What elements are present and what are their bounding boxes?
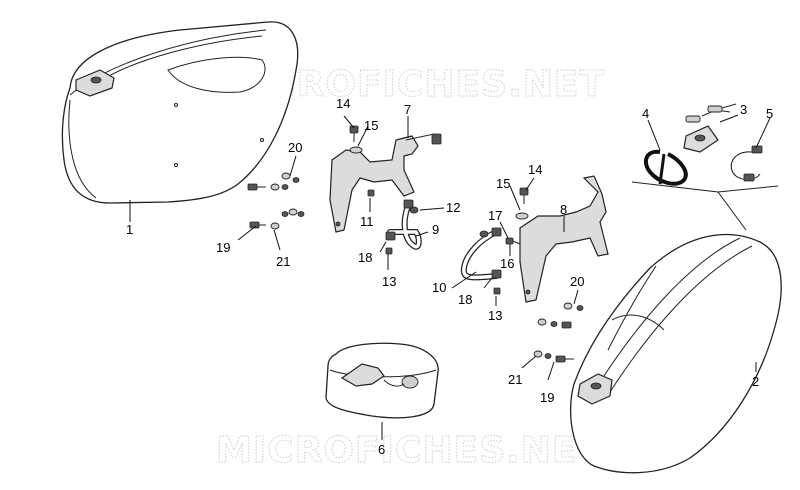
callout-19-right: 19 <box>540 390 554 405</box>
tube-bar-10[interactable] <box>460 227 502 281</box>
hardware-bracket-left[interactable] <box>349 125 419 255</box>
callout-20-left: 20 <box>288 140 302 155</box>
callout-10: 10 <box>432 280 446 295</box>
watermark-bottom: MICROFICHES.NET <box>216 430 603 471</box>
callout-21-left: 21 <box>276 254 290 269</box>
callout-18-left: 18 <box>358 250 372 265</box>
inner-bag[interactable] <box>325 342 439 419</box>
callout-1: 1 <box>126 222 133 237</box>
callout-15-right: 15 <box>496 176 510 191</box>
callout-19-left: 19 <box>216 240 230 255</box>
callout-17: 17 <box>488 208 502 223</box>
hardware-left-upper[interactable] <box>247 172 300 191</box>
callout-18-right: 18 <box>458 292 472 307</box>
callout-8: 8 <box>560 202 567 217</box>
callout-12: 12 <box>446 200 460 215</box>
right-side-case[interactable] <box>569 233 782 474</box>
hardware-left-lower[interactable] <box>249 208 305 230</box>
callout-11: 11 <box>360 214 374 229</box>
callout-5: 5 <box>766 106 773 121</box>
callout-20-right: 20 <box>570 274 584 289</box>
hardware-right-upper[interactable] <box>537 302 584 329</box>
callout-9: 9 <box>432 222 439 237</box>
callout-16: 16 <box>500 256 514 271</box>
left-case-lock[interactable] <box>75 69 115 97</box>
callout-3: 3 <box>740 102 747 117</box>
callout-21-right: 21 <box>508 372 522 387</box>
hardware-right-lower[interactable] <box>533 350 574 363</box>
callout-4: 4 <box>642 106 649 121</box>
callout-2: 2 <box>752 374 759 389</box>
right-case-lock[interactable] <box>577 373 613 405</box>
lock-cylinder-kit[interactable] <box>683 103 737 153</box>
lock-cable-4[interactable] <box>643 149 688 186</box>
callout-13-left: 13 <box>382 274 396 289</box>
right-mounting-bracket[interactable] <box>519 175 609 303</box>
callout-labels: 1 2 3 4 5 6 7 8 9 10 11 12 13 13 14 14 1… <box>126 96 773 457</box>
hardware-bracket-right[interactable] <box>479 187 529 295</box>
lock-cable-5[interactable] <box>730 145 763 182</box>
callout-7: 7 <box>404 102 411 117</box>
callout-14-right: 14 <box>528 162 542 177</box>
kit-detail-lines <box>631 181 747 231</box>
left-mounting-bracket[interactable] <box>329 133 442 233</box>
callout-13-right: 13 <box>488 308 502 323</box>
callout-15-left: 15 <box>364 118 378 133</box>
leader-lines <box>129 114 771 440</box>
callout-6: 6 <box>378 442 385 457</box>
callout-14-left: 14 <box>336 96 350 111</box>
left-side-case[interactable] <box>61 21 299 204</box>
